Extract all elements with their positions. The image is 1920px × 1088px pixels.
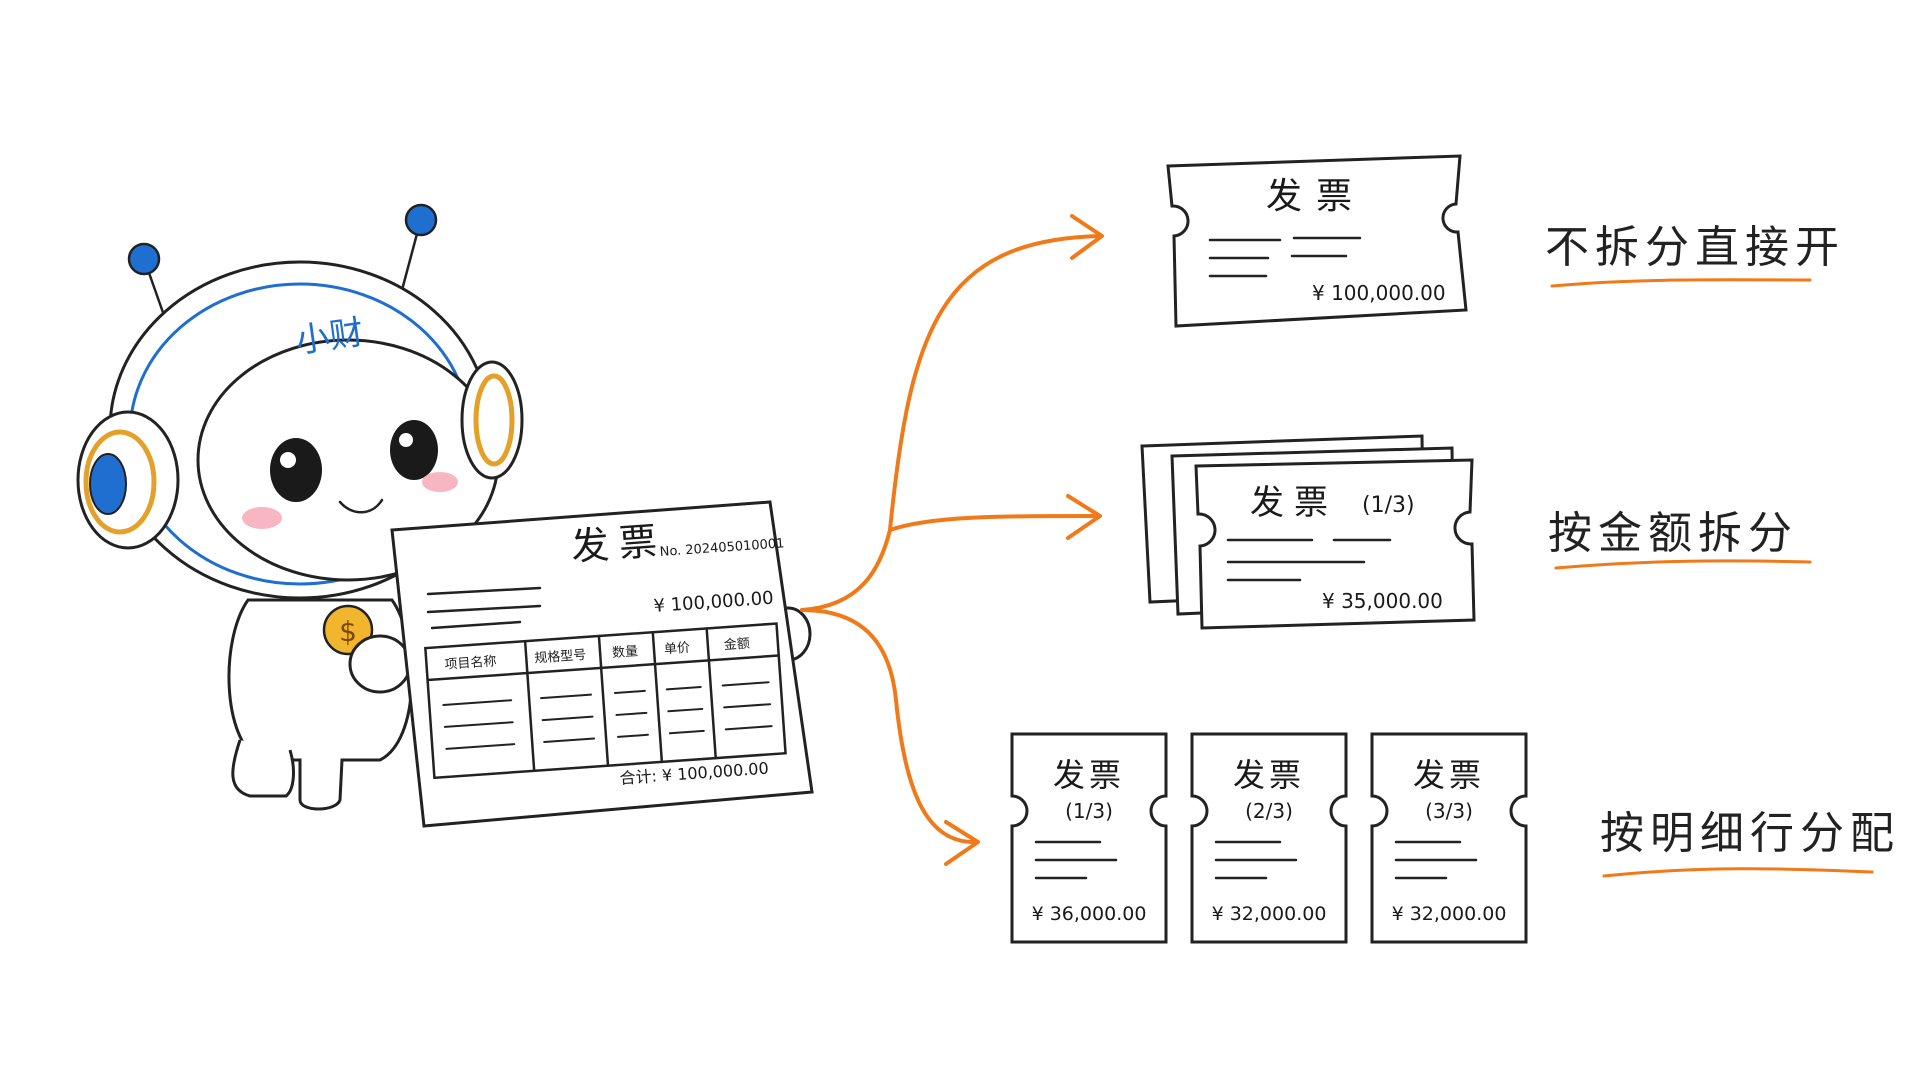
arrow-icon: [800, 234, 1102, 612]
arrow-icon: [888, 514, 1100, 532]
mascot-name: 小财: [293, 312, 366, 361]
column-header: 单价: [664, 641, 691, 658]
column-header: 数量: [612, 644, 639, 661]
ticket-stack: [1140, 434, 1476, 630]
source-invoice: 发票 No. 202405010001 ¥ 100,000.00 项目名称 规格…: [390, 500, 814, 828]
arrow-icon: [800, 608, 976, 844]
arrow-icon: [1070, 214, 1104, 260]
ticket-icon: [1166, 154, 1468, 328]
ticket-part: (3/3): [1425, 799, 1473, 823]
option-label: 按明细行分配: [1600, 808, 1900, 859]
arrow-icon: [944, 820, 980, 866]
ticket-amount: ¥ 32,000.00: [1392, 903, 1507, 925]
column-header: 金额: [723, 635, 750, 653]
arrow-icon: [1066, 494, 1102, 540]
column-header: 项目名称: [444, 653, 497, 673]
ticket-title: 发票: [1250, 483, 1338, 523]
ticket-title: 发票: [1266, 176, 1366, 217]
svg-text:$: $: [339, 615, 357, 648]
ticket-part: (1/3): [1065, 799, 1113, 823]
ticket-amount: ¥ 32,000.00: [1212, 903, 1327, 925]
ticket-part: (1/3): [1362, 493, 1415, 518]
ticket-title: 发票: [1053, 756, 1125, 794]
ticket-amount: ¥ 35,000.00: [1322, 589, 1443, 613]
ticket-2: 发票 (2/3) ¥ 32,000.00: [1190, 732, 1348, 944]
ticket-amount: ¥ 36,000.00: [1032, 903, 1147, 925]
ticket-3: 发票 (3/3) ¥ 32,000.00: [1370, 732, 1528, 944]
option-split-by-lines: 发票 (1/3) ¥ 36,000.00 发票 (2/3) ¥ 32,000.0…: [1010, 732, 1900, 944]
source-invoice-title: 发票: [570, 518, 669, 569]
ticket-1: 发票 (1/3) ¥ 36,000.00: [1010, 732, 1168, 944]
option-label: 不拆分直接开: [1545, 222, 1845, 273]
ticket-title: 发票: [1233, 756, 1305, 794]
ticket-amount: ¥ 100,000.00: [1312, 281, 1446, 305]
robot-mascot: 小财 $: [76, 203, 812, 811]
ticket-part: (2/3): [1245, 799, 1293, 823]
ticket-title: 发票: [1413, 756, 1485, 794]
option-no-split: 发票 ¥ 100,000.00 不拆分直接开: [1166, 154, 1845, 328]
option-split-by-amount: 发票 (1/3) ¥ 35,000.00 按金额拆分: [1140, 434, 1812, 630]
branch-arrows: [800, 214, 1104, 866]
column-header: 规格型号: [534, 647, 587, 667]
option-label: 按金额拆分: [1548, 508, 1798, 559]
